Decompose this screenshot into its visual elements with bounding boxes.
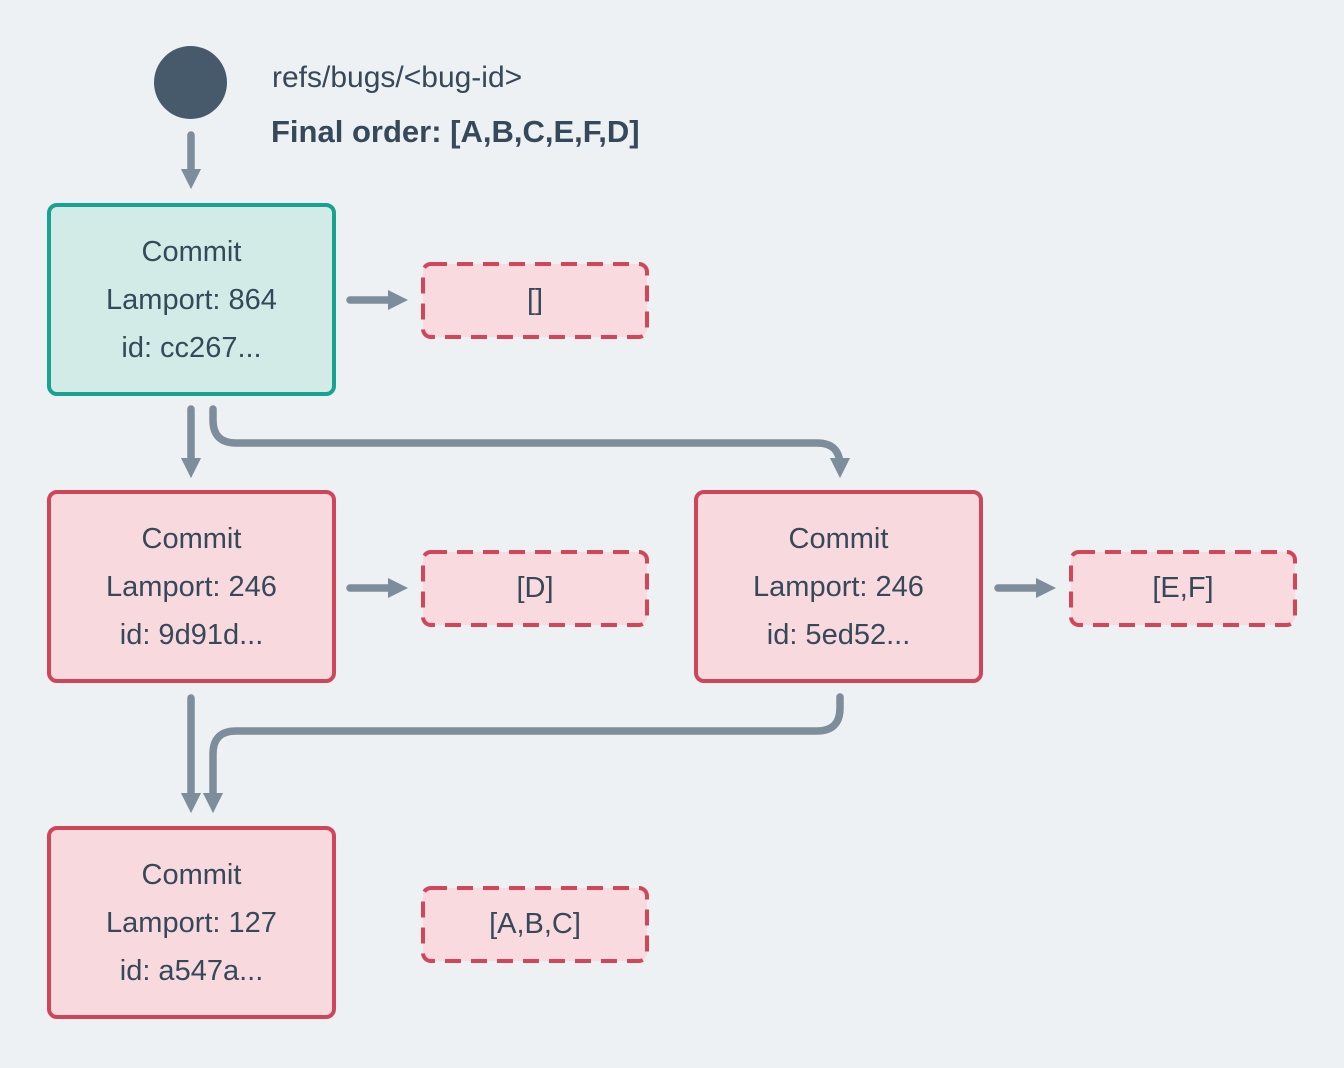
commit-lamport: Lamport: 246 [106,570,277,603]
commit-title: Commit [788,522,889,555]
commit-id: id: 5ed52... [766,618,911,651]
commit-title: Commit [141,858,242,891]
payload-branch-left-label: [D] [516,572,554,604]
commit-title: Commit [141,522,242,555]
commit-id: id: a547a... [119,954,264,987]
arrow-branch-right-to-merge [202,693,844,814]
commit-lamport: Lamport: 864 [106,283,277,316]
commit-node-branch-right: Commit Lamport: 246 id: 5ed52... [694,490,983,683]
commit-node-root: Commit Lamport: 864 id: cc267... [47,203,336,396]
payload-branch-right-label: [E,F] [1152,572,1214,604]
commit-lamport: Lamport: 246 [753,570,924,603]
commit-node-merge: Commit Lamport: 127 id: a547a... [47,826,336,1019]
final-order-label: Final order: [A,B,C,E,F,D] [271,114,640,149]
arrow-root-to-branch-right [209,405,851,479]
commit-lamport: Lamport: 127 [106,906,277,939]
branch-ref-node [154,46,227,119]
commit-node-branch-left: Commit Lamport: 246 id: 9d91d... [47,490,336,683]
ref-name-label: refs/bugs/<bug-id> [272,61,523,94]
payload-root-label: [] [526,284,544,316]
commit-id: id: cc267... [121,331,262,364]
commit-id: id: 9d91d... [119,618,264,651]
payload-merge-label: [A,B,C] [489,908,581,940]
commit-title: Commit [141,235,242,268]
